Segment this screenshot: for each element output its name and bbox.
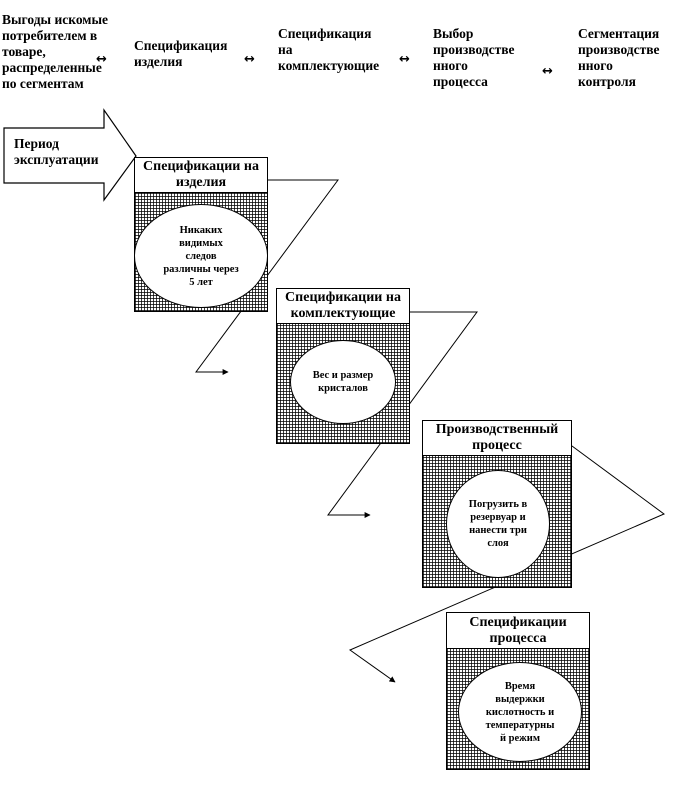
step-note-components: Вес и размер кристалов bbox=[290, 340, 396, 424]
header-component-spec: Спецификация на комплектующие bbox=[278, 26, 380, 73]
step-note-process: Погрузить в резервуар и нанести три слоя bbox=[446, 470, 550, 578]
step-title-product: Спецификации на изделия bbox=[134, 157, 268, 193]
period-label: Период эксплуатации bbox=[14, 136, 99, 167]
step-title-process-spec: Спецификации процесса bbox=[446, 612, 590, 649]
header-process-choice: Выбор производстве нного процесса bbox=[433, 26, 515, 89]
double-arrow-icon: ↔ bbox=[399, 52, 410, 67]
step-title-components: Спецификации на комплектующие bbox=[276, 288, 410, 324]
step-title-process: Производственный процесс bbox=[422, 420, 572, 456]
double-arrow-icon: ↔ bbox=[244, 52, 255, 67]
header-benefits: Выгоды искомые потребителем в товаре, ра… bbox=[2, 12, 109, 91]
header-product-spec: Спецификация изделия bbox=[134, 38, 228, 69]
period-arrow-shape bbox=[3, 108, 137, 202]
step-note-process-spec: Время выдержки кислотность и температурн… bbox=[458, 662, 582, 762]
double-arrow-icon: ↔ bbox=[96, 52, 107, 67]
double-arrow-icon: ↔ bbox=[542, 64, 553, 79]
step-note-product: Никаких видимых следов различны через 5 … bbox=[134, 204, 268, 308]
header-control-segmentation: Сегментация производстве нного контроля bbox=[578, 26, 660, 89]
